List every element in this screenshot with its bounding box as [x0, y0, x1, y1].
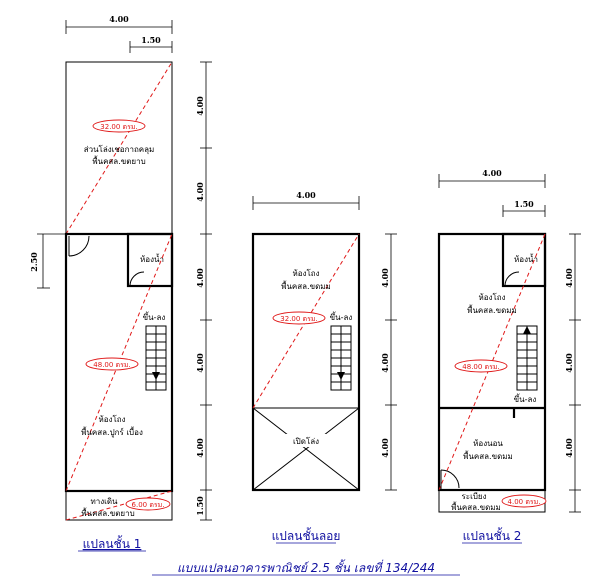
- floor1-walkway-area-label: 6.00 ตรม.: [132, 501, 165, 509]
- floor1-open-space-label: ส่วนโล่งเชอกาถคลุม: [84, 144, 155, 154]
- mezzanine-plan: 4.00 4.00 4.00 4.00 เปิดโล่ง ขึ้น-ลง: [251, 190, 397, 544]
- mezzanine-stair-label: ขึ้น-ลง: [330, 311, 353, 322]
- mezzanine-dim-3: 4.00: [380, 438, 390, 458]
- floor2-width-dim: 4.00: [482, 168, 502, 178]
- mezzanine-caption: แปลนชั้นลอย: [272, 527, 341, 543]
- floor2-main-area-label: 48.00 ตรม.: [462, 363, 499, 371]
- floor2-hall-floor: พื้นคสล.ขดมม: [467, 304, 517, 315]
- floor1-walkway-floor: พื้นคสล.ขตยาบ: [81, 507, 134, 518]
- floor1-plan: 4.00 1.50 4.00 4.00 4.00 4.00 4.00 1.50 …: [29, 14, 212, 552]
- mezzanine-void-label: เปิดโล่ง: [293, 436, 319, 446]
- mezzanine-hall-label: ห้องโถง: [292, 268, 319, 278]
- sheet-title: แบบแปลนอาคารพาณิชย์ 2.5 ชั้น เลขที่ 134/…: [177, 559, 435, 575]
- floor1-dim-5: 4.00: [195, 438, 205, 458]
- floor2-balcony-label: ระเบียง: [462, 492, 487, 501]
- floor1-width-dim: 4.00: [109, 14, 129, 24]
- floor1-stair-label: ขึ้น-ลง: [143, 311, 166, 322]
- floor2-stair-width-dim: 1.50: [514, 199, 534, 209]
- floor2-bathroom-label: ห้องน้ำ: [514, 253, 538, 264]
- floor1-walkway-label: ทางเดิน: [90, 497, 118, 506]
- floor1-bathroom-label: ห้องน้ำ: [140, 253, 164, 264]
- floor1-door-dim: 2.50: [29, 252, 39, 272]
- floor1-dim-3: 4.00: [195, 268, 205, 288]
- floor2-balcony-floor: พื้นคสล.ขดมม: [451, 501, 501, 512]
- floor2-caption: แปลนชั้น 2: [463, 527, 522, 543]
- floor2-dim-1: 4.00: [564, 268, 574, 288]
- floor1-main-area-label: 48.00 ตรม.: [93, 361, 130, 369]
- floor2-bedroom-floor: พื้นคสล.ขดมม: [463, 450, 513, 461]
- mezzanine-area-label: 32.00 ตรม.: [280, 315, 317, 323]
- floor1-dim-1: 4.00: [195, 96, 205, 116]
- floor1-dim-6: 1.50: [195, 496, 205, 516]
- floor1-caption: แปลนชั้น 1: [83, 535, 142, 551]
- floor2-dim-2: 4.00: [564, 353, 574, 373]
- floor1-stair-width-dim: 1.50: [141, 35, 161, 45]
- floor1-dim-2: 4.00: [195, 182, 205, 202]
- floor2-dim-3: 4.00: [564, 438, 574, 458]
- floor1-hall-floor: พื้นคสล.ปูกร์ เบื้อง: [81, 426, 143, 438]
- floor1-open-space-floor: พื้นคสล.ขตยาบ: [92, 155, 145, 166]
- floor2-plan: 4.00 1.50 4.00 4.00 4.00 ห้องน้ำ: [437, 168, 581, 544]
- floor2-hall-label: ห้องโถง: [478, 292, 505, 302]
- mezzanine-dim-2: 4.00: [380, 353, 390, 373]
- floor1-hall-label: ห้องโถง: [98, 414, 125, 424]
- floor1-dim-4: 4.00: [195, 353, 205, 373]
- floor2-bedroom-label: ห้องนอน: [473, 439, 503, 448]
- mezzanine-width-dim: 4.00: [296, 190, 316, 200]
- mezzanine-hall-floor: พื้นคสล.ขดมม: [281, 280, 331, 291]
- mezzanine-dim-1: 4.00: [380, 268, 390, 288]
- floor2-balcony-area-label: 4.00 ตรม.: [508, 498, 541, 506]
- floor2-stair-label: ขึ้น-ลง: [514, 393, 537, 404]
- floor1-open-area-label: 32.00 ตรม.: [100, 123, 137, 131]
